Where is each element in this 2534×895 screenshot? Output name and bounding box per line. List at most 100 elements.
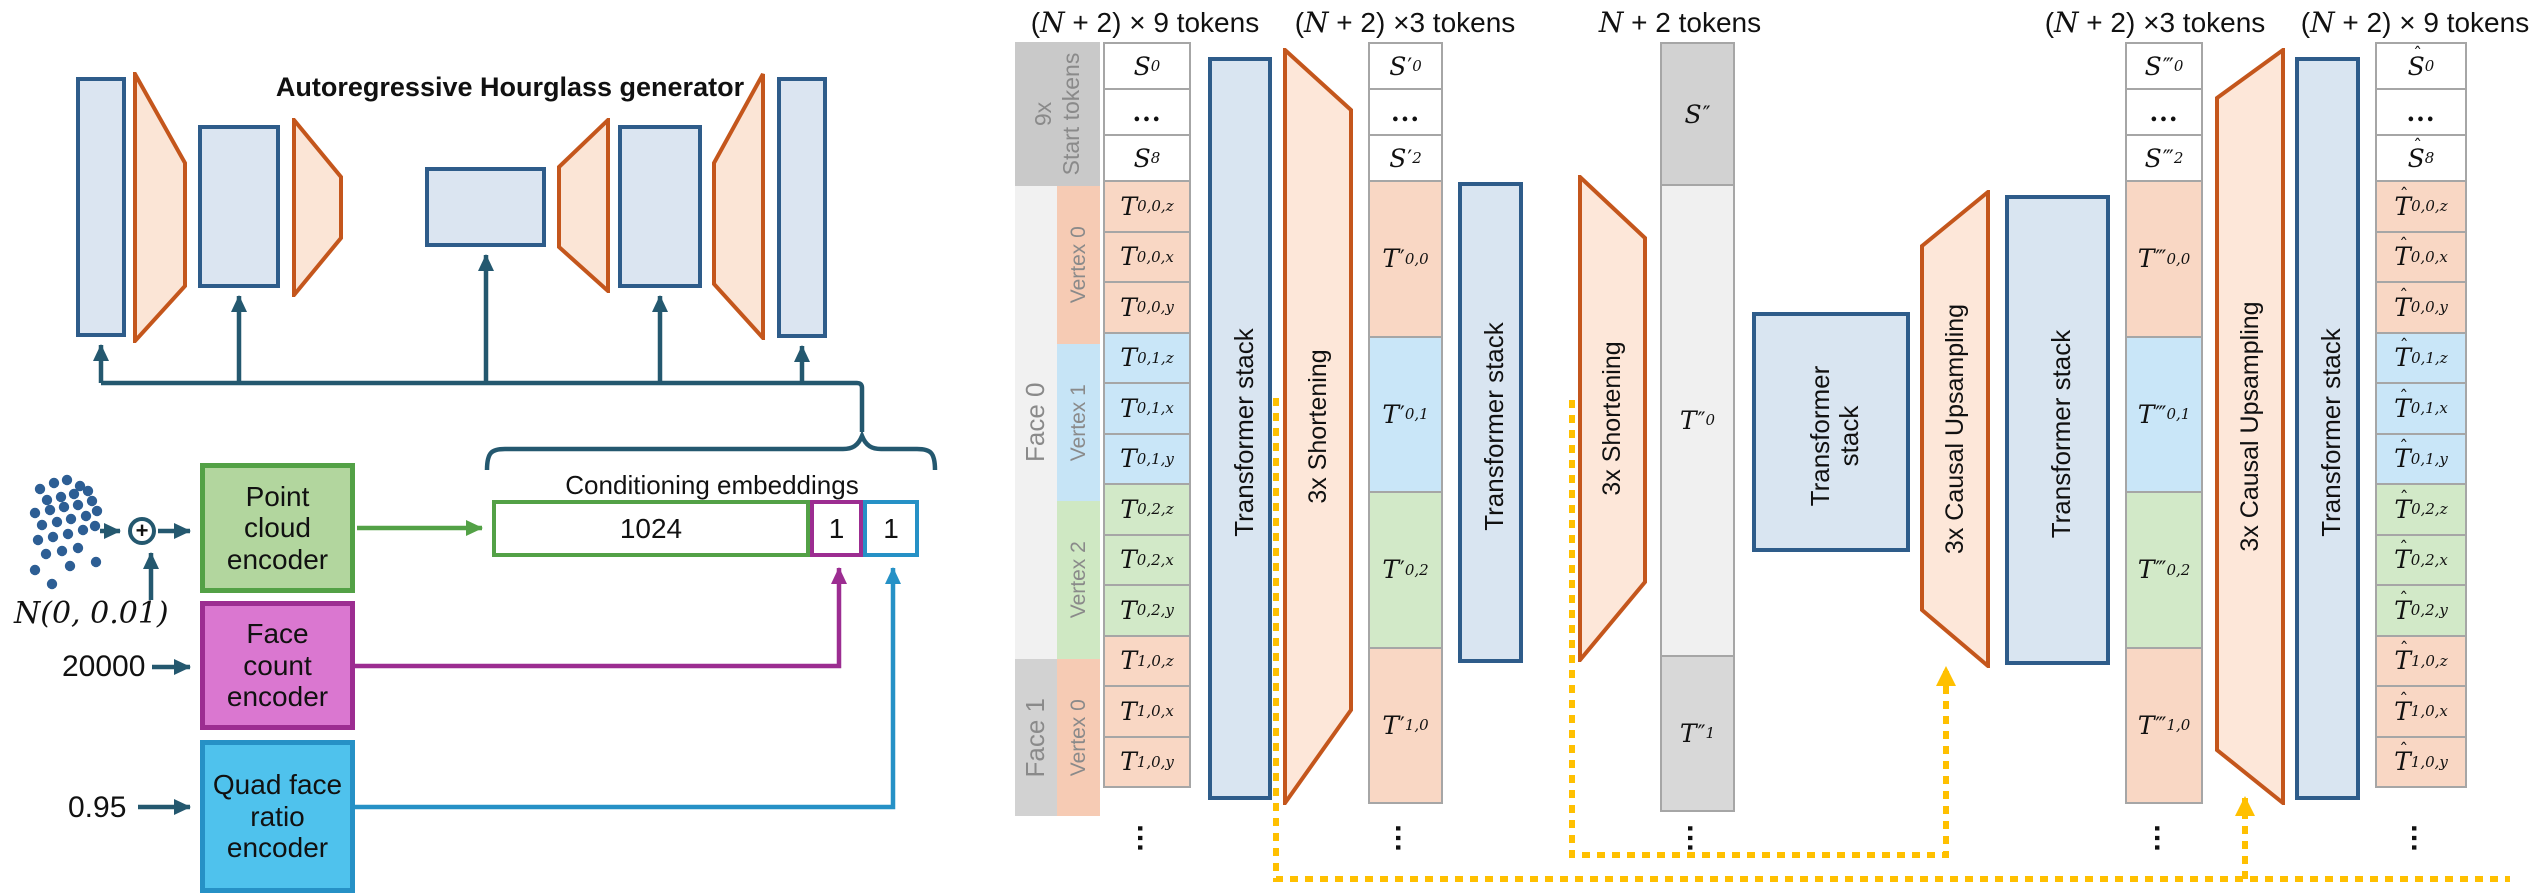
shortening-1: 3x Shortening bbox=[1283, 48, 1353, 805]
conditioning-seg-1024: 1024 bbox=[492, 500, 810, 557]
shortening-2-label: 3x Shortening bbox=[1598, 341, 1626, 496]
token-cell: S‴2 bbox=[2125, 134, 2203, 182]
conditioning-seg-quadratio-label: 1 bbox=[883, 512, 899, 544]
token-cell: ... bbox=[2125, 88, 2203, 136]
token-cell: S‴0 bbox=[2125, 42, 2203, 90]
upsample-trapezoid-2 bbox=[712, 73, 765, 340]
vertical-ellipsis: … bbox=[1681, 823, 1714, 855]
hourglass-block-5 bbox=[777, 77, 827, 338]
downsample-trapezoid-2 bbox=[292, 118, 343, 297]
causal-upsampling-2: 3x Causal Upsampling bbox=[2215, 48, 2285, 805]
shortening-2: 3x Shortening bbox=[1578, 175, 1647, 662]
conditioning-seg-quadratio: 1 bbox=[863, 500, 919, 557]
row-group-face-0: Face 0 bbox=[1015, 186, 1057, 659]
column-header: (N + 2) ×3 tokens bbox=[1294, 6, 1516, 39]
row-group-vertex-1: Vertex 1 bbox=[1057, 343, 1100, 501]
token-cell: ... bbox=[2375, 88, 2467, 136]
column-header: (N + 2) × 9 tokens bbox=[2300, 6, 2530, 39]
token-cell: T′1,0 bbox=[1368, 646, 1443, 804]
row-group-face-1-label: Face 1 bbox=[1020, 697, 1051, 778]
transformer-stack-4: Transformer stack bbox=[2005, 195, 2110, 665]
row-group-vertex-2-label: Vertex 2 bbox=[1066, 541, 1090, 619]
row-group-face-0-label: Face 0 bbox=[1020, 382, 1051, 463]
conditioning-title: Conditioning embeddings bbox=[565, 470, 859, 500]
face-count-encoder-box: Face count encoder bbox=[200, 601, 355, 730]
hourglass-block-4 bbox=[618, 125, 702, 288]
causal-upsampling-1: 3x Causal Upsampling bbox=[1920, 190, 1990, 668]
column-header: N + 2 tokens bbox=[1598, 6, 1762, 39]
quad-face-ratio-encoder-label: Quad face ratio encoder bbox=[212, 769, 343, 864]
hourglass-title: Autoregressive Hourglass generator bbox=[275, 72, 745, 102]
vertical-ellipsis: … bbox=[2148, 823, 2181, 855]
conditioning-bus-line bbox=[101, 380, 865, 432]
row-group-vertex-1-label: Vertex 1 bbox=[1066, 383, 1090, 461]
token-cell: T‴0,1 bbox=[2125, 335, 2203, 493]
row-group-vertex-0-label: Vertex 0 bbox=[1066, 226, 1090, 304]
quadratio-embedding-arrow bbox=[355, 567, 901, 810]
transformer-stack-3: Transformer stack bbox=[1752, 312, 1910, 552]
conditioning-brace bbox=[484, 429, 938, 471]
transformer-stack-1: Transformer stack bbox=[1208, 57, 1272, 800]
row-group-vertex-0: Vertex 0 bbox=[1057, 186, 1100, 344]
transformer-stack-3-label: Transformer stack bbox=[1805, 365, 1864, 507]
token-cell: S′2 bbox=[1368, 134, 1443, 182]
token-cell: T″1 bbox=[1660, 654, 1735, 812]
token-cell: T″0 bbox=[1660, 184, 1735, 657]
hourglass-block-bottleneck bbox=[425, 167, 546, 247]
transformer-stack-5: Transformer stack bbox=[2295, 57, 2360, 800]
vertical-ellipsis: … bbox=[2405, 823, 2438, 855]
token-cell: ... bbox=[1368, 88, 1443, 136]
facecount-embedding-arrow bbox=[355, 567, 847, 669]
row-group-vertex-2: Vertex 2 bbox=[1057, 501, 1100, 659]
quad-face-ratio-encoder-box: Quad face ratio encoder bbox=[200, 740, 355, 893]
token-cell: T′0,2 bbox=[1368, 491, 1443, 649]
column-header: (N + 2) × 9 tokens bbox=[1030, 6, 1260, 39]
conditioning-seg-facecount-label: 1 bbox=[828, 512, 845, 544]
causal-upsampling-1-label: 3x Causal Upsampling bbox=[1940, 303, 1969, 555]
row-group-vertex-0b-label: Vertex 0 bbox=[1066, 698, 1090, 776]
quad-ratio-value: 0.95 bbox=[68, 791, 127, 824]
row-group-face-1: Face 1 bbox=[1015, 658, 1057, 816]
point-cloud-encoder-label: Point cloud encoder bbox=[226, 480, 329, 575]
token-cell: T′0,1 bbox=[1368, 335, 1443, 493]
upsample-trapezoid-1 bbox=[557, 118, 610, 293]
downsample-trapezoid-1 bbox=[133, 72, 187, 343]
token-cell: ... bbox=[1103, 88, 1191, 136]
transformer-stack-4-label: Transformer stack bbox=[2046, 329, 2077, 539]
token-cell: T‴0,2 bbox=[2125, 491, 2203, 649]
conditioning-seg-1024-label: 1024 bbox=[619, 512, 683, 544]
face-count-encoder-label: Face count encoder bbox=[226, 618, 329, 713]
